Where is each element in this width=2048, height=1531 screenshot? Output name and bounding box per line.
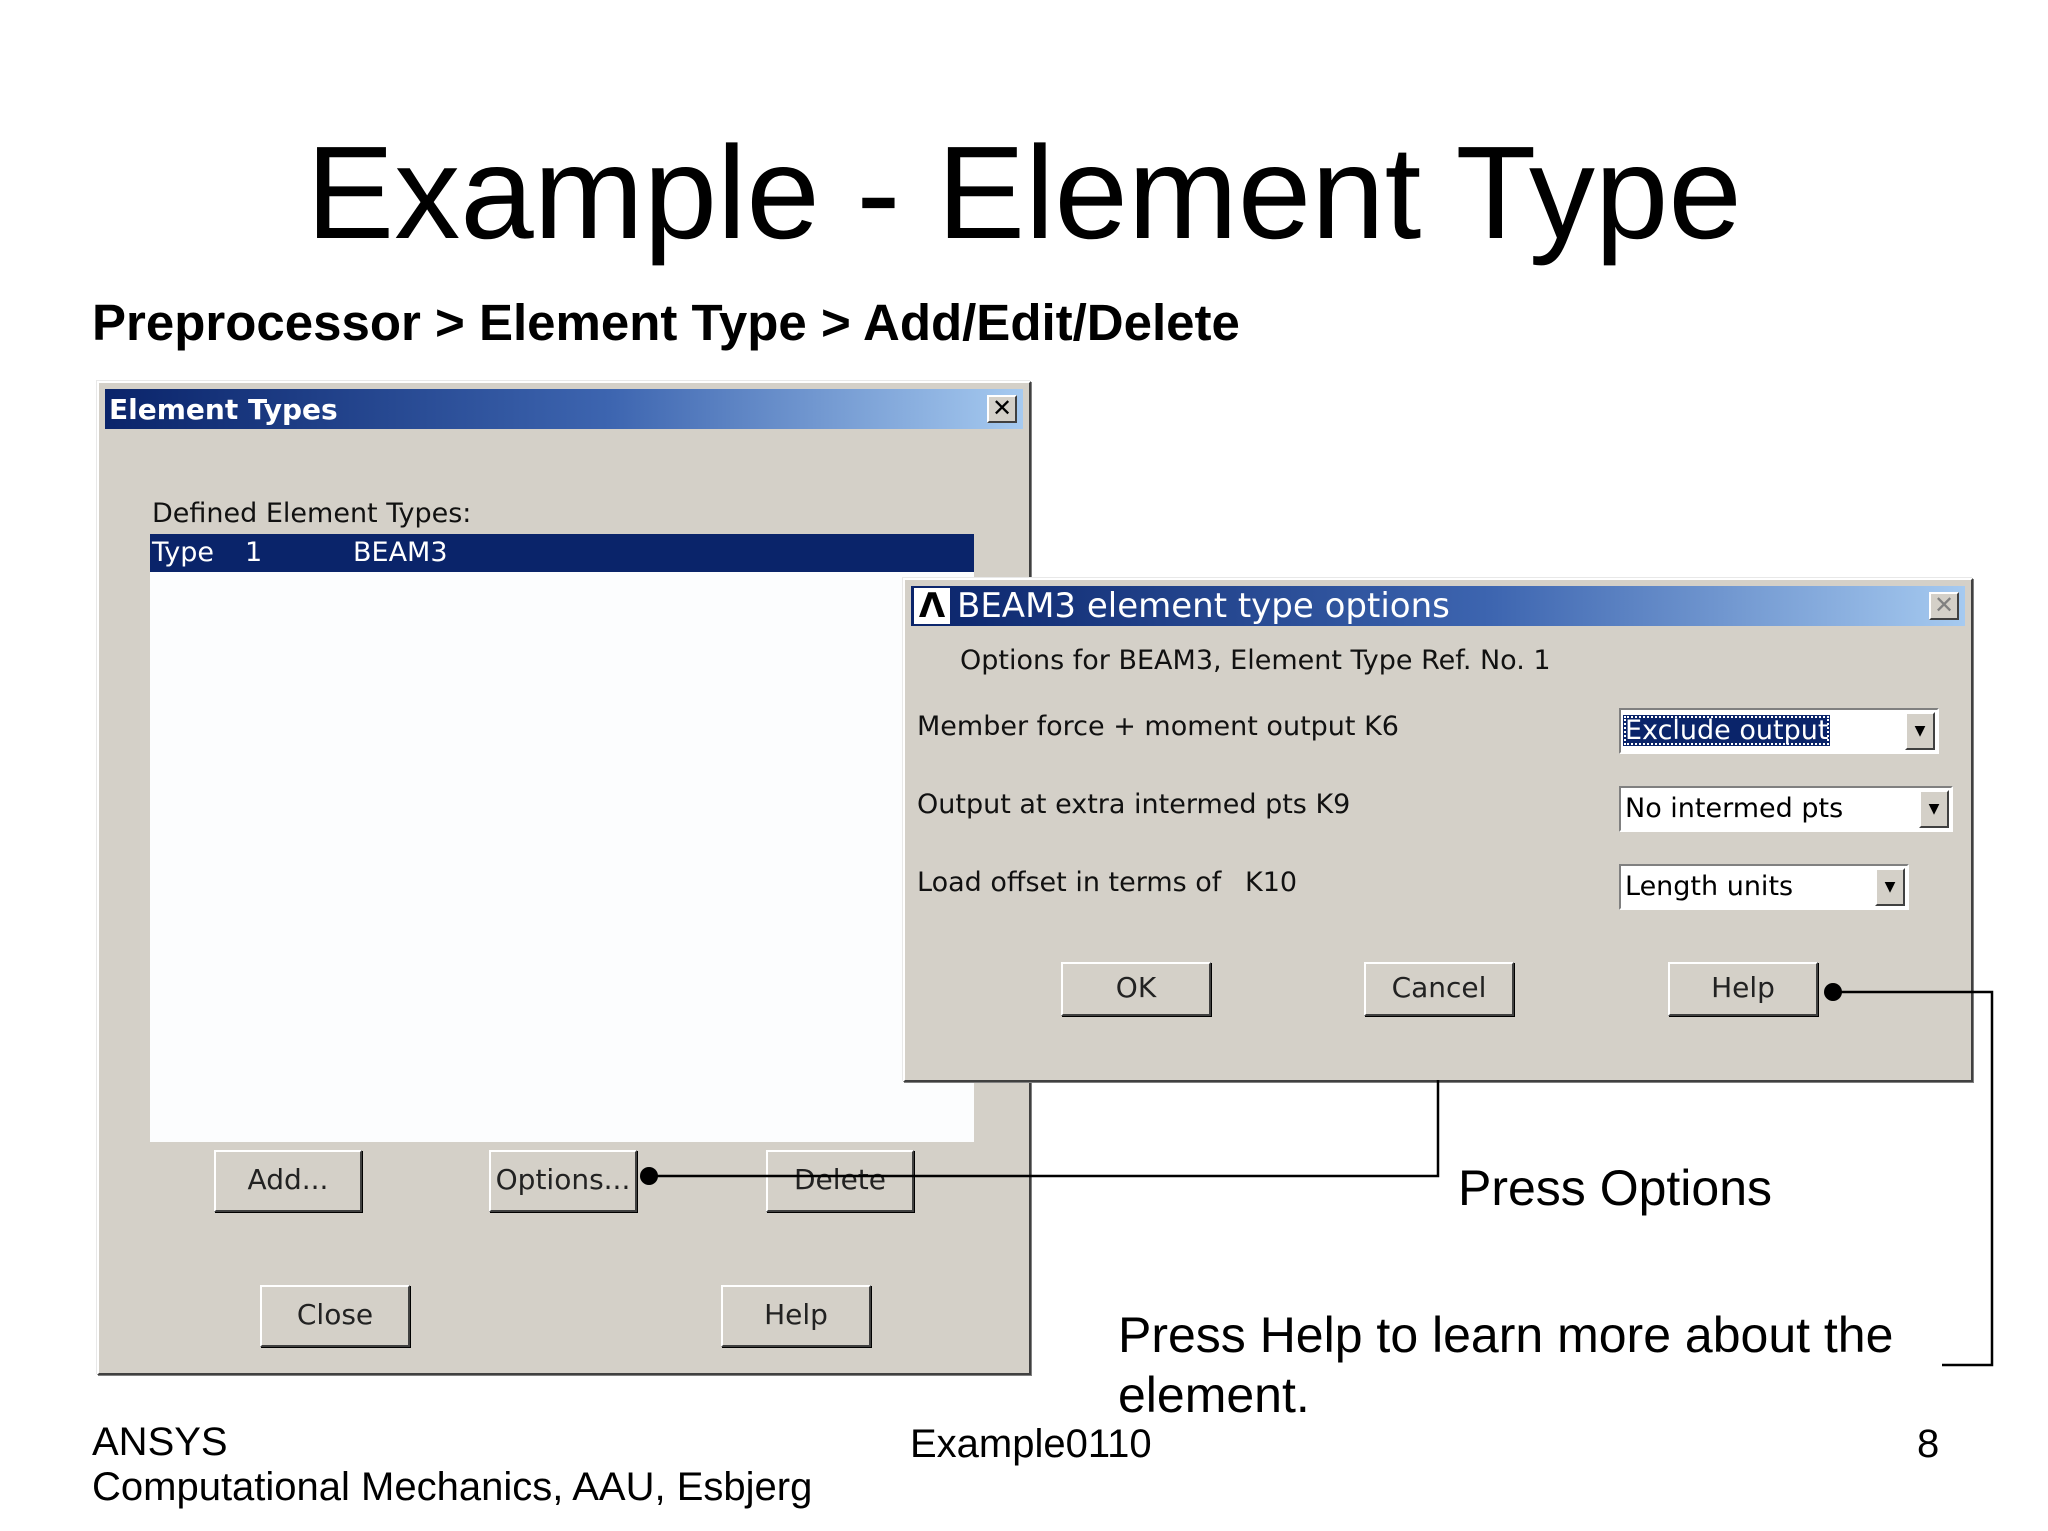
- close-icon[interactable]: ✕: [1929, 592, 1959, 620]
- close-button[interactable]: Close: [260, 1285, 410, 1347]
- chevron-down-icon[interactable]: ▼: [1905, 712, 1935, 750]
- beam3-help-button[interactable]: Help: [1668, 962, 1818, 1016]
- help-button[interactable]: Help: [721, 1285, 871, 1347]
- add-button[interactable]: Add...: [214, 1150, 362, 1212]
- delete-label: Delete: [794, 1163, 886, 1196]
- element-types-listbox[interactable]: Type 1 BEAM3: [150, 534, 974, 1142]
- k6-label: Member force + moment output K6: [917, 711, 1399, 742]
- type-number: 1: [245, 537, 263, 568]
- k6-value: Exclude output: [1623, 715, 1831, 746]
- options-subtitle: Options for BEAM3, Element Type Ref. No.…: [960, 645, 1551, 676]
- beam3-titlebar[interactable]: Λ BEAM3 element type options ✕: [911, 586, 1965, 626]
- type-label: Type: [152, 537, 215, 568]
- element-types-titlebar[interactable]: Element Types ✕: [105, 389, 1023, 429]
- footer-affiliation: Computational Mechanics, AAU, Esbjerg: [92, 1465, 813, 1509]
- k10-value: Length units: [1625, 871, 1794, 902]
- k9-value: No intermed pts: [1625, 793, 1844, 824]
- press-help-callout: Press Help to learn more about the eleme…: [1118, 1307, 1894, 1423]
- press-options-callout: Press Options: [1458, 1160, 1773, 1216]
- slide-title: Example - Element Type: [306, 119, 1742, 266]
- beam3-options-dialog: Λ BEAM3 element type options ✕ Options f…: [903, 578, 1973, 1082]
- ansys-logo-icon: Λ: [914, 588, 950, 624]
- chevron-down-icon[interactable]: ▼: [1875, 868, 1905, 906]
- close-icon[interactable]: ✕: [987, 395, 1017, 423]
- list-item[interactable]: Type 1 BEAM3: [150, 534, 974, 572]
- k9-label: Output at extra intermed pts K9: [917, 789, 1351, 820]
- cancel-button[interactable]: Cancel: [1364, 962, 1514, 1016]
- delete-button[interactable]: Delete: [766, 1150, 914, 1212]
- options-button[interactable]: Options...: [489, 1150, 637, 1212]
- element-types-title: Element Types: [109, 393, 338, 426]
- beam3-title: BEAM3 element type options: [957, 586, 1450, 626]
- element-types-dialog: Element Types ✕ Defined Element Types: T…: [97, 381, 1031, 1375]
- ok-button[interactable]: OK: [1061, 962, 1211, 1016]
- defined-element-types-label: Defined Element Types:: [152, 498, 472, 529]
- chevron-down-icon[interactable]: ▼: [1919, 790, 1949, 828]
- k10-select[interactable]: Length units ▼: [1619, 864, 1909, 910]
- k9-select[interactable]: No intermed pts ▼: [1619, 786, 1953, 832]
- element-name: BEAM3: [353, 537, 448, 568]
- page-number: 8: [1917, 1422, 1940, 1466]
- k10-label: Load offset in terms of: [917, 867, 1222, 898]
- footer-example-id: Example0110: [910, 1422, 1152, 1466]
- footer-ansys: ANSYS: [92, 1420, 228, 1464]
- breadcrumb: Preprocessor > Element Type > Add/Edit/D…: [92, 294, 1240, 351]
- k10-key: K10: [1245, 867, 1298, 898]
- k6-select[interactable]: Exclude output ▼: [1619, 708, 1939, 754]
